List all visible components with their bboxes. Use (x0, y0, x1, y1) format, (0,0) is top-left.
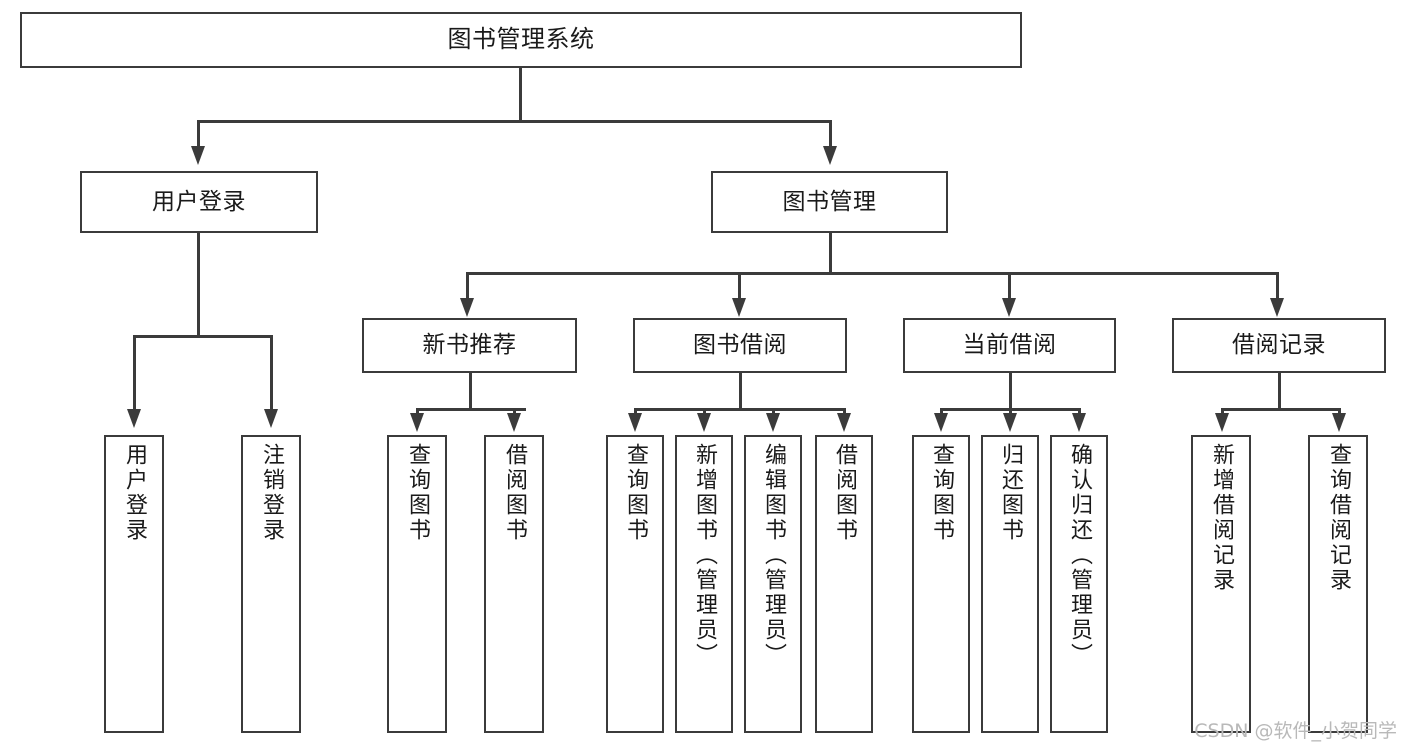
node-current-borrow[interactable]: 当前借阅 (903, 318, 1116, 373)
leaf-label: 借阅图书 (502, 443, 527, 543)
arrowhead-current-borrow (1002, 298, 1016, 317)
node-user-login[interactable]: 用户登录 (80, 171, 318, 233)
leaf-confirm-return-admin[interactable]: 确认归还（管理员） (1050, 435, 1108, 733)
connector-root-stem (519, 68, 522, 122)
arrowhead-leaf-logout (264, 409, 278, 428)
connector-book-borrow-to-leaf-3 (772, 408, 775, 415)
node-label: 借阅记录 (1232, 332, 1326, 359)
leaf-query-book-newbook[interactable]: 查询图书 (387, 435, 447, 733)
node-label: 图书管理系统 (447, 25, 595, 54)
connector-new-book-bus (416, 408, 526, 411)
leaf-query-borrow-record[interactable]: 查询借阅记录 (1308, 435, 1368, 733)
node-book-borrow[interactable]: 图书借阅 (633, 318, 847, 373)
connector-user-login-to-leaf-2 (270, 335, 273, 411)
arrowhead-leaf-query-book-2 (628, 413, 642, 432)
arrowhead-borrow-record (1270, 298, 1284, 317)
arrowhead-leaf-confirm-return (1072, 413, 1086, 432)
arrowhead-leaf-user-login (127, 409, 141, 428)
arrowhead-leaf-edit-book (766, 413, 780, 432)
connector-current-borrow-stem (1009, 373, 1012, 410)
connector-to-current-borrow (1008, 272, 1011, 300)
connector-borrow-record-stem (1278, 373, 1281, 410)
leaf-label: 确认归还（管理员） (1067, 443, 1092, 668)
connector-user-login-to-leaf-1 (133, 335, 136, 411)
connector-to-borrow-record (1276, 272, 1279, 300)
leaf-logout[interactable]: 注销登录 (241, 435, 301, 733)
leaf-label: 新增借阅记录 (1209, 443, 1234, 593)
leaf-query-book-current[interactable]: 查询图书 (912, 435, 970, 733)
connector-root-bus (197, 120, 831, 123)
leaf-label: 注销登录 (259, 443, 284, 543)
connector-current-borrow-to-leaf-2 (1009, 408, 1012, 415)
leaf-add-book-admin[interactable]: 新增图书（管理员） (675, 435, 733, 733)
leaf-add-borrow-record[interactable]: 新增借阅记录 (1191, 435, 1251, 733)
leaf-user-login[interactable]: 用户登录 (104, 435, 164, 733)
node-book-management[interactable]: 图书管理 (711, 171, 948, 233)
leaf-edit-book-admin[interactable]: 编辑图书（管理员） (744, 435, 802, 733)
leaf-query-book-borrow[interactable]: 查询图书 (606, 435, 664, 733)
node-borrow-record[interactable]: 借阅记录 (1172, 318, 1386, 373)
node-root-system[interactable]: 图书管理系统 (20, 12, 1022, 68)
leaf-label: 查询借阅记录 (1326, 443, 1351, 593)
leaf-label: 用户登录 (122, 443, 147, 543)
connector-book-mgmt-bus (466, 272, 1278, 275)
node-label: 用户登录 (152, 188, 246, 215)
connector-book-mgmt-stem (829, 233, 832, 274)
watermark-text: CSDN @软件_小贺同学 (1194, 720, 1397, 742)
leaf-label: 查询图书 (623, 443, 648, 543)
arrowhead-user-login (191, 146, 205, 165)
connector-user-login-bus (133, 335, 272, 338)
arrowhead-leaf-query-book-3 (934, 413, 948, 432)
arrowhead-leaf-add-book (697, 413, 711, 432)
node-label: 图书管理 (782, 188, 877, 215)
node-label: 图书借阅 (693, 332, 787, 359)
node-new-book-recommend[interactable]: 新书推荐 (362, 318, 577, 373)
connector-borrow-record-to-leaf-2 (1338, 408, 1341, 415)
arrowhead-leaf-borrow-book-1 (507, 413, 521, 432)
leaf-borrow-book[interactable]: 借阅图书 (815, 435, 873, 733)
arrowhead-leaf-return-book (1003, 413, 1017, 432)
leaf-label: 新增图书（管理员） (692, 443, 717, 668)
connector-book-borrow-stem (739, 373, 742, 410)
leaf-label: 查询图书 (929, 443, 954, 543)
connector-new-book-to-leaf-1 (416, 408, 419, 415)
connector-root-to-book-mgmt (829, 120, 832, 148)
leaf-label: 查询图书 (405, 443, 430, 543)
connector-to-book-borrow (738, 272, 741, 300)
connector-root-to-user-login (197, 120, 200, 148)
arrowhead-book-borrow (732, 298, 746, 317)
connector-user-login-stem (197, 233, 200, 337)
connector-current-borrow-to-leaf-1 (940, 408, 943, 415)
arrowhead-new-book (460, 298, 474, 317)
connector-new-book-to-leaf-2 (513, 408, 516, 415)
node-label: 新书推荐 (422, 332, 517, 359)
connector-book-borrow-to-leaf-1 (634, 408, 637, 415)
connector-book-borrow-bus (634, 408, 846, 411)
arrowhead-leaf-borrow-book-2 (837, 413, 851, 432)
leaf-return-book[interactable]: 归还图书 (981, 435, 1039, 733)
arrowhead-leaf-add-record (1215, 413, 1229, 432)
arrowhead-leaf-query-record (1332, 413, 1346, 432)
connector-new-book-stem (469, 373, 472, 410)
node-label: 当前借阅 (962, 332, 1057, 359)
leaf-label: 归还图书 (998, 443, 1023, 543)
connector-borrow-record-bus (1221, 408, 1340, 411)
leaf-label: 借阅图书 (832, 443, 857, 543)
connector-book-borrow-to-leaf-4 (843, 408, 846, 415)
connector-book-borrow-to-leaf-2 (703, 408, 706, 415)
leaf-label: 编辑图书（管理员） (761, 443, 786, 668)
arrowhead-leaf-query-book-1 (410, 413, 424, 432)
arrowhead-book-mgmt (823, 146, 837, 165)
connector-current-borrow-to-leaf-3 (1078, 408, 1081, 415)
connector-borrow-record-to-leaf-1 (1221, 408, 1224, 415)
leaf-borrow-book-newbook[interactable]: 借阅图书 (484, 435, 544, 733)
connector-to-new-book (466, 272, 469, 300)
